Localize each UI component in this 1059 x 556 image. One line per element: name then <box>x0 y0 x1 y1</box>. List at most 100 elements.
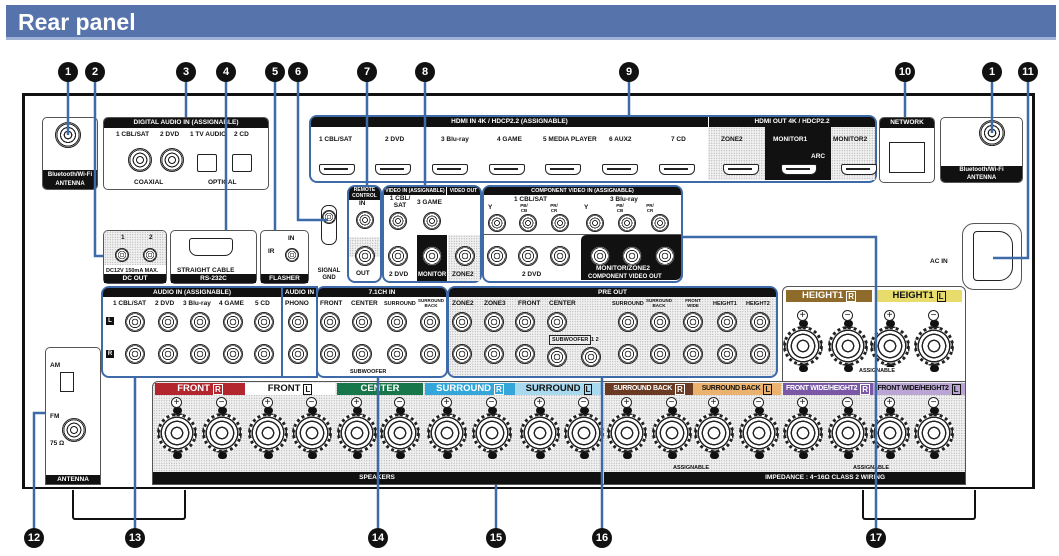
remote-in-jack <box>356 211 374 229</box>
flasher-panel: IN IR FLASHER <box>260 230 309 284</box>
callout-8: 8 <box>415 62 435 82</box>
right-foot <box>862 490 976 520</box>
pre-out-jack <box>650 312 670 332</box>
speaker-side-badge: R <box>860 383 870 395</box>
speaker-terminal <box>157 407 197 459</box>
hdmi-in-port <box>489 164 525 175</box>
arc-label: ARC <box>811 153 826 160</box>
plus-icon: + <box>621 397 632 408</box>
callout-3: 3 <box>176 62 196 82</box>
minus-icon: − <box>842 310 853 321</box>
video-zone2-label: ZONE2 <box>452 271 474 278</box>
audio-in-label: 3 Blu-ray <box>183 300 211 307</box>
component-in-jack <box>518 246 538 266</box>
video-panel: VIDEO IN (ASSIGNABLE) VIDEO OUT 1 CBL/ S… <box>382 185 482 283</box>
speaker-terminal <box>520 407 560 459</box>
component-out-footer: COMPONENT VIDEO OUT <box>588 274 662 280</box>
minus-icon: − <box>578 397 589 408</box>
phono-header: AUDIO IN <box>283 288 316 297</box>
coaxial-jack <box>160 148 184 172</box>
digital-input-label: 2 DVD <box>160 131 180 138</box>
video-in-jack <box>388 246 408 266</box>
minus-icon: − <box>486 397 497 408</box>
hdmi-in-label: 3 Blu-ray <box>441 136 469 143</box>
antenna-footer: ANTENNA <box>46 475 100 484</box>
pre-out-subwoofer-nums: 1 2 <box>591 336 599 344</box>
ac-in-label: AC IN <box>930 258 948 265</box>
component-pb-label: PB/ CB <box>520 203 528 213</box>
minus-icon: − <box>928 397 939 408</box>
speaker-side-badge: L <box>763 383 773 395</box>
audio-in-jack <box>320 312 340 332</box>
pre-out-jack <box>750 312 770 332</box>
callout-9: 9 <box>619 62 639 82</box>
speaker-terminal <box>783 320 823 372</box>
video-dvd-label: 2 DVD <box>389 271 409 278</box>
dc-out-bg <box>104 231 166 265</box>
speaker-side-badge: R <box>212 383 223 395</box>
flasher-footer: FLASHER <box>261 274 308 283</box>
pre-out-jack <box>452 344 472 364</box>
height1-assignable-label: ASSIGNABLE <box>859 367 896 375</box>
speaker-channel-label: FRONT WIDE/HEIGHT2 <box>786 385 858 392</box>
optical-port-icon <box>197 154 217 172</box>
speaker-terminal <box>828 407 868 459</box>
audio-in-jack <box>158 312 178 332</box>
dc-out-num: 2 <box>149 234 153 241</box>
plus-icon: + <box>441 397 452 408</box>
left-foot <box>72 490 186 520</box>
video-game-label: 3 GAME <box>417 199 442 206</box>
callout-15: 15 <box>486 528 506 548</box>
dc-out-num: 1 <box>121 234 125 241</box>
impedance-label: IMPEDANCE : 4~16Ω CLASS 2 WIRING <box>604 472 965 484</box>
audio-in-jack <box>223 312 243 332</box>
ac-inlet <box>962 223 1022 290</box>
audio-in-jack <box>158 344 178 364</box>
hdmi-out-port <box>781 164 817 175</box>
speaker-terminal <box>739 407 779 459</box>
component-dvd-label: 2 DVD <box>522 271 542 278</box>
hdmi-out-header: HDMI OUT 4K / HDCP2.2 <box>708 117 875 127</box>
component-cbl-sat-label: 1 CBL/SAT <box>514 196 548 203</box>
hdmi-in-port <box>319 164 355 175</box>
hdmi-in-label: 4 GAME <box>497 136 522 143</box>
callout-17: 17 <box>866 528 886 548</box>
pre-out-jack <box>484 312 504 332</box>
pre-out-jack <box>618 312 638 332</box>
dc-out-jack <box>143 248 157 262</box>
pre-out-label: HEIGHT1 <box>713 301 737 307</box>
speakers-assignable-label: ASSIGNABLE <box>853 465 890 471</box>
pre-out-center-jack <box>547 312 567 332</box>
component-pb-label: PB/ CB <box>616 203 624 213</box>
pre-out-panel: PRE OUT ZONE2 ZONE3 FRONT CENTER SURROUN… <box>447 286 778 378</box>
speaker-channel-label: HEIGHT1 <box>802 290 844 301</box>
rs232c-footer: RS-232C <box>171 274 256 283</box>
ac-socket-icon <box>973 231 1013 281</box>
speaker-terminal <box>607 407 647 459</box>
speaker-terminal <box>337 407 377 459</box>
video-in-jack <box>423 212 441 230</box>
callout-6: 6 <box>288 62 308 82</box>
component-out-jack <box>655 246 675 266</box>
network-label: NETWORK <box>880 118 934 128</box>
speaker-terminal <box>248 407 288 459</box>
flasher-ir-label: IR <box>268 248 275 255</box>
ch71-label: FRONT <box>320 300 343 307</box>
hdmi-in-label: 5 MEDIA PLAYER <box>543 136 597 143</box>
speaker-terminal <box>828 320 868 372</box>
ch71-label: SURROUND BACK <box>417 298 444 308</box>
component-monitor-zone2-label: MONITOR/ZONE2 <box>596 265 651 272</box>
speaker-terminal <box>914 407 954 459</box>
rear-chassis <box>22 93 1035 489</box>
pre-out-label: CENTER <box>549 300 576 307</box>
remote-control-header: REMOTE CONTROL <box>349 187 380 200</box>
component-video-panel: COMPONENT VIDEO IN (ASSIGNABLE) 1 CBL/SA… <box>482 185 683 283</box>
callout-10: 10 <box>895 62 915 82</box>
minus-icon: − <box>666 397 677 408</box>
ch71-label: CENTER <box>351 300 378 307</box>
component-in-jack <box>551 214 569 232</box>
speaker-terminal <box>870 320 910 372</box>
